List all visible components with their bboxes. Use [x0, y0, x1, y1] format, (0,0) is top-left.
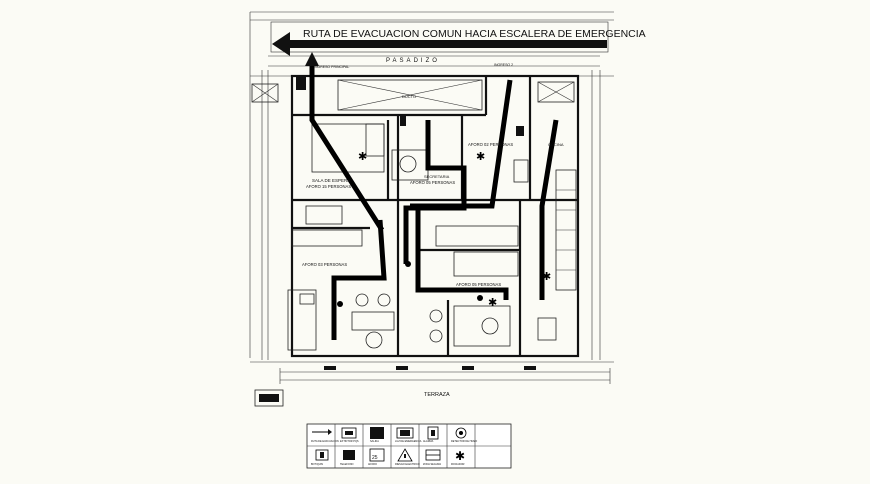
sala-label: SALA DE ESPERA: [312, 178, 350, 183]
alarm-icon: [427, 426, 439, 440]
terrace-label: TERRAZA: [424, 392, 450, 398]
secretaria-label: SECRETARIA: [424, 174, 450, 179]
arrow-icon: [312, 429, 332, 435]
legend-label: BOTIQUIN: [311, 463, 323, 466]
exit-door-icon: [370, 427, 384, 439]
grid-lines: [249, 11, 614, 363]
banner-title: RUTA DE EVACUACION COMUN HACIA ESCALERA …: [303, 28, 646, 40]
sprinkler-icon: ✱: [542, 271, 551, 283]
sprinkler-icon: ✱: [476, 151, 485, 163]
title-block: [254, 389, 284, 407]
route-sala: [309, 66, 385, 232]
corridor-label: PASADIZO: [386, 58, 440, 64]
legend-label: RIESGO ELECTRICO: [395, 463, 420, 466]
ducto-label: DUCTO: [402, 94, 416, 99]
legend-label: SALIDA: [370, 440, 379, 443]
phone-icon: [343, 450, 355, 460]
despacho-aforo: AFORO 05 PERSONAS: [456, 282, 501, 287]
legend-label: DETECTOR DE HUMO: [451, 440, 477, 443]
legend-label: ZONA SEGURA: [423, 463, 441, 466]
legend-label: RUTA DE EVACUACION: [311, 440, 339, 443]
emergency-light-icon: [400, 116, 406, 126]
legend-label: ROCIADOR: [451, 463, 465, 466]
oficina-aforo: AFORO 03 PERSONAS: [302, 262, 347, 267]
furniture: [287, 123, 577, 351]
route-oficina: [331, 219, 387, 340]
route-despacho: [415, 208, 509, 300]
sala-aforo: AFORO 15 PERSONAS: [306, 184, 351, 189]
ducts: DUCTO: [251, 79, 575, 111]
legend-label: ALARMA: [423, 440, 434, 443]
corridor: PASADIZO: [268, 55, 600, 67]
exit-arrow-icon: [305, 52, 319, 66]
dimension-lines: TERRAZA: [279, 366, 611, 398]
sprinkler-icon: ✱: [455, 449, 465, 463]
legend: RUTA DE EVACUACION EXTINTOR PQS SALIDA L…: [306, 423, 512, 469]
gerencia-aforo: AFORO 02 PERSONAS: [468, 142, 513, 147]
warning-icon: [397, 448, 413, 462]
legend-label: TELEFONO: [340, 463, 354, 466]
emergency-light-icon: [396, 427, 414, 439]
evacuation-banner: RUTA DE EVACUACION COMUN HACIA ESCALERA …: [270, 21, 646, 56]
legend-label: AFORO: [368, 463, 377, 466]
fire-extinguisher-icon: [296, 76, 306, 90]
smoke-detector-icon: [405, 261, 411, 267]
equipment: ✱ ✱ ✱ ✱: [296, 76, 551, 309]
capacity-icon: [369, 448, 385, 462]
fire-extinguisher-icon: [341, 427, 357, 439]
legend-label: LUZ DE EMERGENCIA: [395, 440, 422, 443]
ingreso-2-label: INGRESO 2: [494, 63, 513, 67]
sprinkler-icon: ✱: [358, 151, 367, 163]
cocina-label: COCINA: [548, 142, 564, 147]
banner-arrow-icon: [272, 32, 607, 56]
first-aid-icon: [315, 449, 329, 461]
building-walls: [290, 74, 580, 358]
route-cocina: [539, 119, 559, 300]
safe-zone-icon: [425, 449, 441, 461]
smoke-detector-icon: [477, 295, 483, 301]
capacity-sample: 25: [372, 455, 378, 461]
secretaria-aforo: AFORO 05 PERSONAS: [410, 180, 455, 185]
evacuation-routes: [305, 52, 559, 340]
legend-label: EXTINTOR PQS: [340, 440, 359, 443]
smoke-detector-icon: [455, 427, 467, 439]
room-labels: INGRESO PRINCIPAL INGRESO 2 SALA DE ESPE…: [302, 63, 564, 287]
alarm-icon: [516, 126, 524, 136]
route-secretaria: [403, 120, 467, 264]
route-ingreso: [410, 79, 513, 209]
sprinkler-icon: ✱: [488, 297, 497, 309]
smoke-detector-icon: [337, 301, 343, 307]
ingreso-label: INGRESO PRINCIPAL: [314, 65, 349, 69]
